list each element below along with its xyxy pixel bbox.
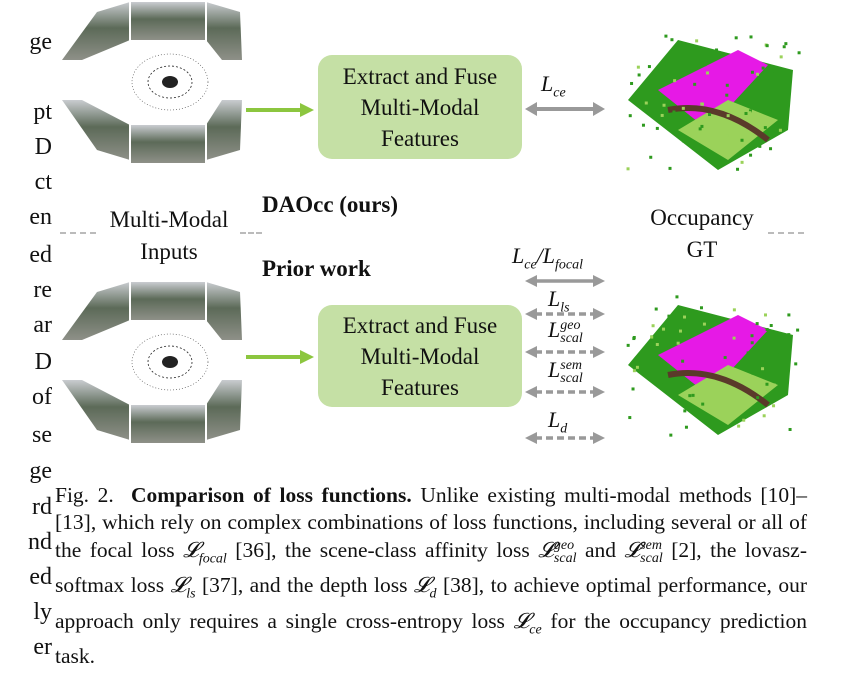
multi-modal-inputs-image-top xyxy=(62,0,242,165)
divider-mid xyxy=(240,232,262,234)
box-line: Multi-Modal xyxy=(361,341,480,372)
left-column-fragment: ct xyxy=(0,170,52,194)
left-column-fragment: D xyxy=(0,135,52,159)
loss-label: Lgeoscal xyxy=(548,318,583,345)
left-column-fragment: ge xyxy=(0,30,52,54)
extract-fuse-box-top: Extract and Fuse Multi-Modal Features xyxy=(318,55,522,159)
occupancy-gt-label: OccupancyGT xyxy=(636,202,768,266)
box-line: Features xyxy=(381,123,459,154)
loss-label: Lls xyxy=(548,287,570,311)
left-column-fragment: en xyxy=(0,205,52,229)
multi-modal-inputs-image-bottom xyxy=(62,280,242,445)
prior-work-label: Prior work xyxy=(262,253,371,285)
daocc-label: DAOcc (ours) xyxy=(262,189,398,221)
box-line: Extract and Fuse xyxy=(343,310,498,341)
occupancy-gt-image-top xyxy=(618,20,803,180)
loss-label: Ld xyxy=(548,408,567,432)
divider-right xyxy=(768,232,804,234)
box-line: Extract and Fuse xyxy=(343,61,498,92)
left-column-fragment: rd xyxy=(0,495,52,519)
inputs-label: Multi-ModalInputs xyxy=(95,204,243,268)
left-column-fragment: of xyxy=(0,385,52,409)
left-column-fragment: nd xyxy=(0,530,52,554)
left-column-fragment: D xyxy=(0,350,52,374)
left-column-fragment: re xyxy=(0,278,52,302)
box-line: Features xyxy=(381,372,459,403)
left-column-fragment: pt xyxy=(0,100,52,124)
extract-fuse-box-bottom: Extract and Fuse Multi-Modal Features xyxy=(318,305,522,407)
left-column-fragment: ar xyxy=(0,313,52,337)
figure-caption: Fig. 2. Comparison of loss functions. Un… xyxy=(55,482,807,671)
loss-ce-label: Lce xyxy=(541,72,566,96)
occupancy-gt-image-bottom xyxy=(618,285,803,450)
left-column-fragment: ge xyxy=(0,459,52,483)
left-column-fragment: er xyxy=(0,635,52,659)
double-arrow xyxy=(525,384,605,400)
left-column-fragment: ed xyxy=(0,243,52,267)
left-column-fragment: ed xyxy=(0,565,52,589)
divider-left xyxy=(60,232,96,234)
left-column-fragment: se xyxy=(0,423,52,447)
left-column-fragment: ly xyxy=(0,600,52,624)
green-arrow-bottom xyxy=(244,347,316,367)
loss-label: Lsemscal xyxy=(548,358,583,385)
box-line: Multi-Modal xyxy=(361,92,480,123)
double-arrow-ce xyxy=(525,100,605,118)
green-arrow-top xyxy=(244,100,316,120)
loss-label: Lce/Lfocal xyxy=(512,244,583,268)
